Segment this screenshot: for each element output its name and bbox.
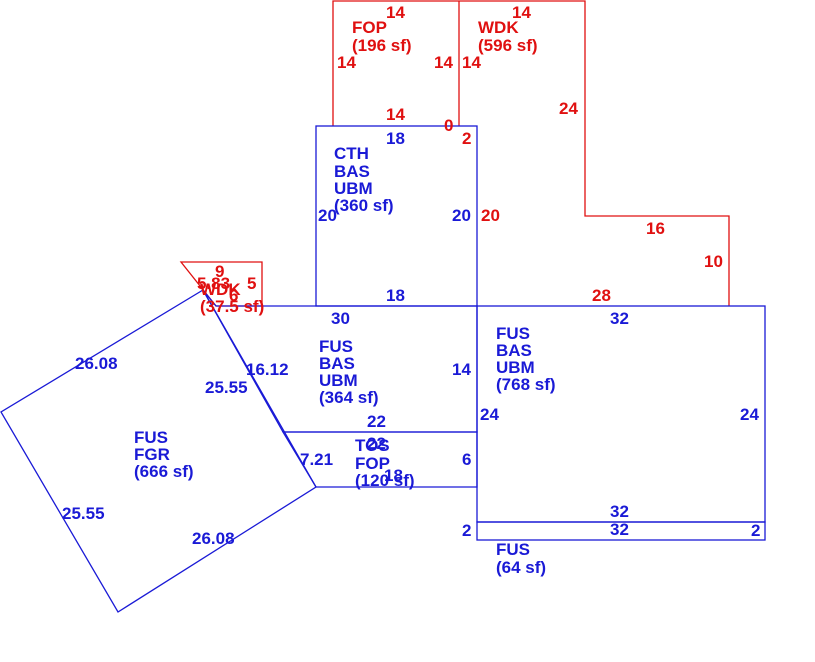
dim-wdk-left: 14: [462, 53, 481, 72]
dim-wdk-drop: 10: [704, 252, 723, 271]
dim-wdk-top: 14: [512, 3, 531, 22]
dim-wdk-right: 24: [559, 99, 578, 118]
dim-cth-bottom: 18: [386, 286, 405, 305]
dim-fgr-tr: 25.55: [205, 378, 248, 397]
dim-tos-bottom: 18: [384, 466, 403, 485]
fus-mid-label-line4: (364 sf): [319, 388, 379, 407]
dim-mid-right: 14: [452, 360, 471, 379]
fus-fgr-label-line3: (666 sf): [134, 462, 194, 481]
fus-small-label-line1: FUS: [496, 540, 530, 559]
fus-right-label-line3: UBM: [496, 358, 535, 377]
dim-right-left: 24: [480, 405, 499, 424]
wdk-top-label-name: WDK: [478, 18, 519, 37]
fop-top-label-name: FOP: [352, 18, 387, 37]
wdk-small-label-name: WDK: [200, 280, 241, 299]
cth-label-line1: CTH: [334, 144, 369, 163]
dim-fgr-bl: 25.55: [62, 504, 105, 523]
fus-mid-label-line3: UBM: [319, 371, 358, 390]
wdk-top-label-area: (596 sf): [478, 36, 538, 55]
dim-small-right: 2: [751, 521, 760, 540]
dim-wdk-bottom: 28: [592, 286, 611, 305]
fus-mid-label-line1: FUS: [319, 337, 353, 356]
fus-fgr-outline: [0, 289, 317, 613]
dim-tos-right: 6: [462, 450, 471, 469]
dim-mid-diag: 16.12: [246, 360, 289, 379]
dim-wdk-small-bottom: 6: [229, 286, 238, 305]
dim-fop-right: 14: [434, 53, 453, 72]
dim-wdk-small-left: 5.83: [197, 274, 230, 293]
dim-fgr-tl: 26.08: [75, 354, 118, 373]
dim-wdk-small-right: 5: [247, 274, 256, 293]
dim-cth-top: 18: [386, 129, 405, 148]
cth-label-line2: BAS: [334, 162, 370, 181]
fus-small-outline: [476, 521, 766, 541]
dim-small-left: 2: [462, 521, 471, 540]
dim-tos-top: 22: [367, 434, 386, 453]
dim-fgr-br: 26.08: [192, 529, 235, 548]
dim-wdk-small-top: 9: [215, 262, 224, 281]
dim-right-bottom: 32: [610, 502, 629, 521]
fus-fgr-label-line1: FUS: [134, 428, 168, 447]
fus-right-label-line1: FUS: [496, 324, 530, 343]
dim-fop-left: 14: [337, 53, 356, 72]
fus-small-label-line2: (64 sf): [496, 558, 546, 577]
tos-fop-label-line1: TOS: [355, 436, 390, 455]
dim-tos-left: 7.21: [300, 450, 333, 469]
fus-right-label-line2: BAS: [496, 341, 532, 360]
dim-mid-bottom: 22: [367, 412, 386, 431]
cth-label-line3: UBM: [334, 179, 373, 198]
dim-wdk-two: 2: [462, 129, 471, 148]
dim-small-top: 32: [610, 520, 629, 539]
fus-fgr-label-line2: FGR: [134, 445, 170, 464]
tos-fop-label-line3: (120 sf): [355, 471, 415, 490]
fus-right-label-line4: (768 sf): [496, 375, 556, 394]
tos-fop-outline: [281, 431, 478, 488]
dim-fop-top: 14: [386, 3, 405, 22]
wdk-top-outline: [332, 0, 730, 306]
dim-mid-top: 30: [331, 309, 350, 328]
dim-cth-right: 20: [452, 206, 471, 225]
dim-wdk-twenty: 20: [481, 206, 500, 225]
dim-wdk-zero: 0: [444, 116, 453, 135]
fop-top-label-area: (196 sf): [352, 36, 412, 55]
dim-cth-left: 20: [318, 206, 337, 225]
fus-mid-label-line2: BAS: [319, 354, 355, 373]
tos-fop-label-line2: FOP: [355, 454, 390, 473]
dim-right-right: 24: [740, 405, 759, 424]
cth-label-line4: (360 sf): [334, 196, 394, 215]
wdk-small-label-area: (37.5 sf): [200, 297, 264, 316]
dim-fop-bottom: 14: [386, 105, 405, 124]
dim-right-top: 32: [610, 309, 629, 328]
dim-wdk-step: 16: [646, 219, 665, 238]
